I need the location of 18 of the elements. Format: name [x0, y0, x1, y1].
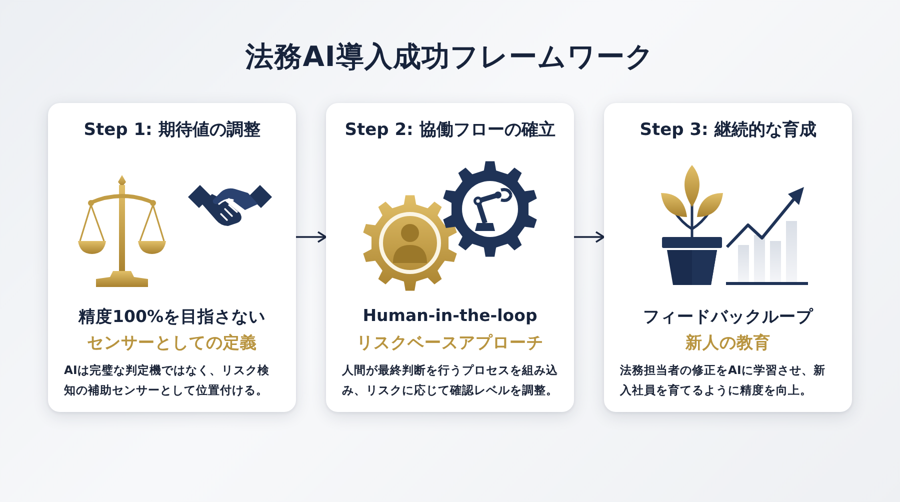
step-description: 人間が最終判断を行うプロセスを組み込み、リスクに応じて確認レベルを調整。 [342, 362, 558, 399]
step-subtitle: フィードバックループ [643, 306, 813, 328]
step-description: AIは完璧な判定機ではなく、リスク検知の補助センサーとして位置付ける。 [64, 362, 270, 399]
step-subtitle: 精度100%を目指さない [78, 306, 266, 328]
step-accent-subtitle: リスクベースアプローチ [356, 332, 544, 354]
arrow [574, 231, 605, 243]
step-card [604, 103, 852, 412]
step-heading: Step 2: 協働フローの確立 [344, 119, 556, 141]
step-accent-subtitle: 新人の教育 [686, 332, 770, 354]
step-description: 法務担当者の修正をAIに学習させ、新入社員を育てるように精度を向上。 [620, 362, 826, 399]
step-accent-subtitle: センサーとしての定義 [87, 332, 257, 354]
step-subtitle: Human-in-the-loop [362, 306, 538, 325]
step-heading: Step 3: 継続的な育成 [640, 119, 816, 141]
page-title: 法務AI導入成功フレームワーク [246, 39, 654, 75]
step-card [48, 103, 296, 412]
step-heading: Step 1: 期待値の調整 [84, 119, 260, 141]
arrow [296, 231, 327, 243]
step-card [326, 103, 574, 412]
